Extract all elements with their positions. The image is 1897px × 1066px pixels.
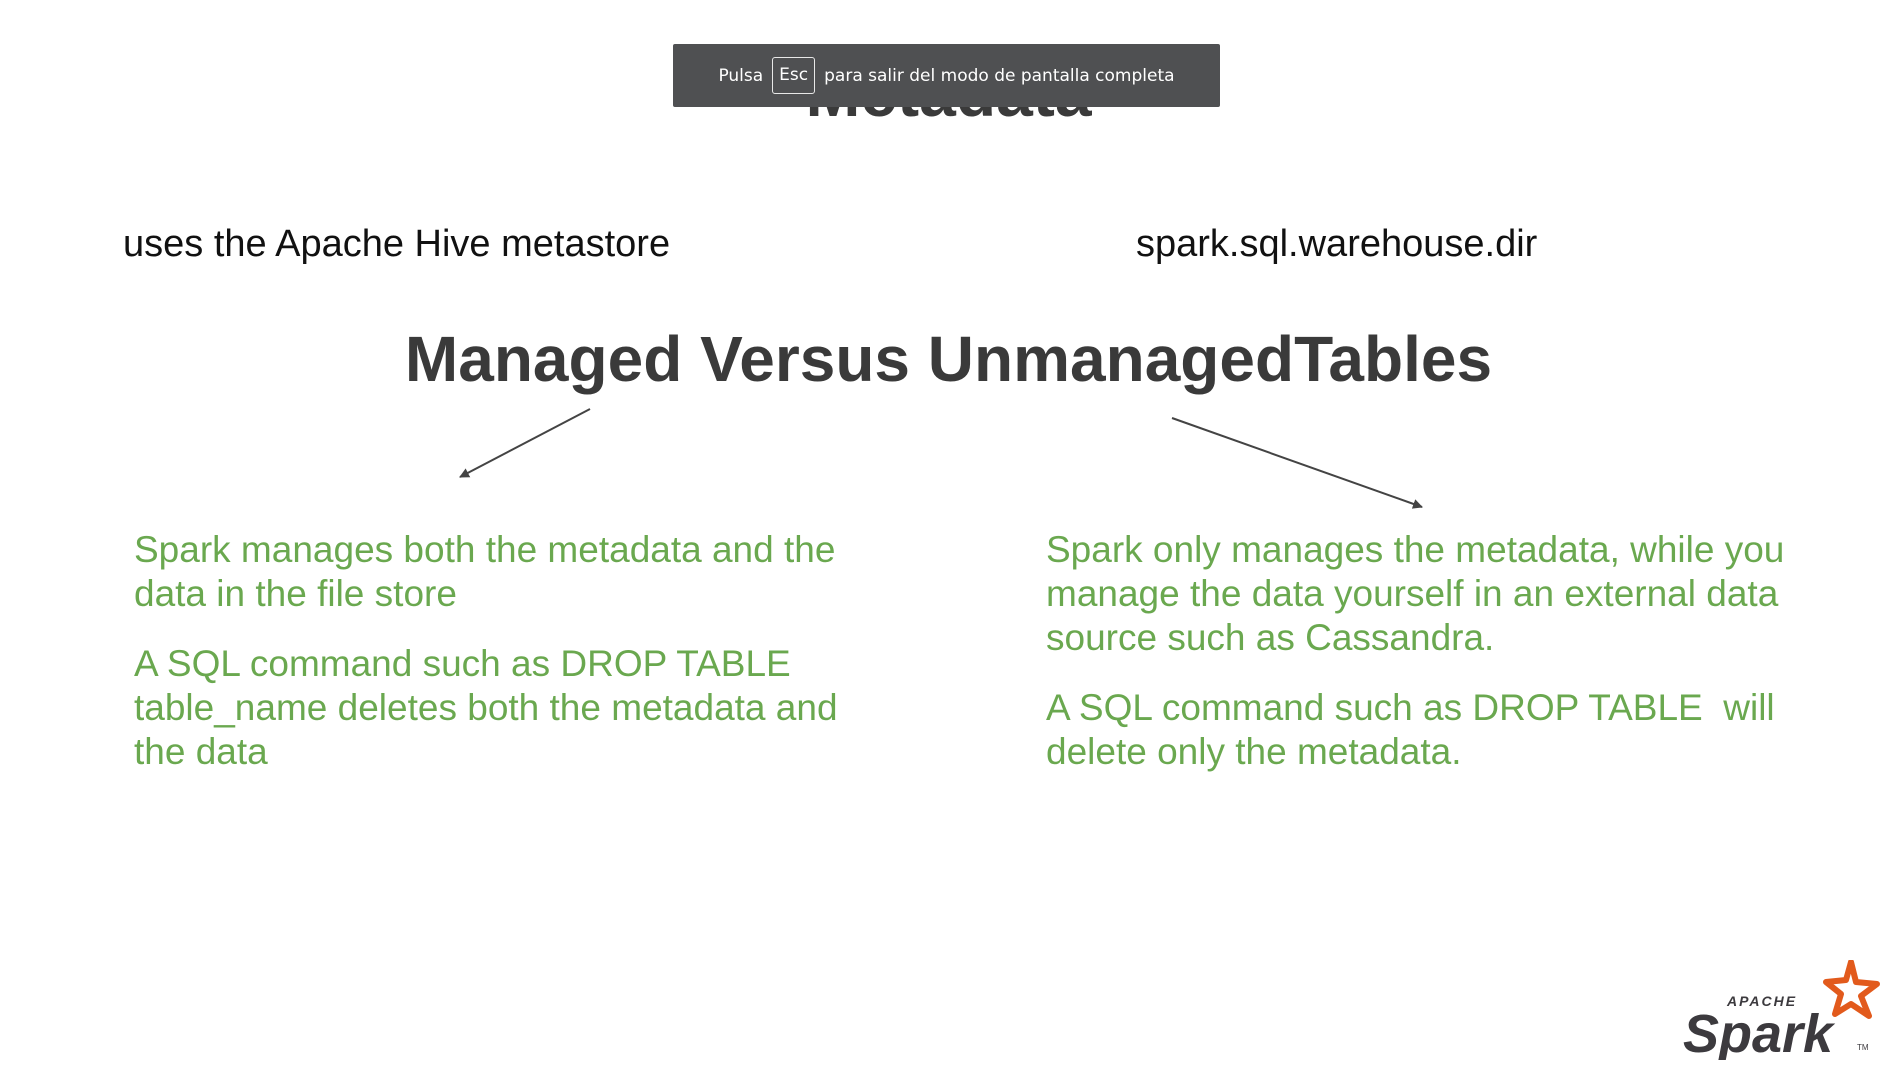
unmanaged-description: Spark only manages the metadata, while y…: [1046, 529, 1785, 658]
unmanaged-drop-table: A SQL command such as DROP TABLE will de…: [1046, 687, 1775, 772]
fullscreen-exit-banner: Pulsa Esc para salir del modo de pantall…: [673, 44, 1220, 107]
banner-pre-text: Pulsa: [718, 65, 764, 86]
spark-star-icon: [1823, 960, 1880, 1019]
logo-tm-text: TM: [1857, 1043, 1869, 1052]
logo-apache-text: APACHE: [1726, 993, 1797, 1009]
hive-metastore-note: uses the Apache Hive metastore: [123, 223, 671, 265]
warehouse-dir-note: spark.sql.warehouse.dir: [1136, 223, 1538, 265]
apache-spark-logo: APACHE Spark TM: [1683, 960, 1880, 1060]
arrow-right: [1171, 417, 1423, 509]
managed-description: Spark manages both the metadata and the …: [134, 529, 836, 614]
logo-spark-text: Spark: [1683, 1004, 1836, 1060]
banner-post-text: para salir del modo de pantalla completa: [824, 65, 1175, 86]
arrow-left: [459, 408, 591, 478]
managed-drop-table: A SQL command such as DROP TABLE table_n…: [134, 643, 838, 772]
unmanaged-tables-column: Spark only manages the metadata, while y…: [1046, 528, 1836, 800]
esc-key-badge: Esc: [772, 57, 816, 94]
section-heading: Managed Versus UnmanagedTables: [404, 323, 1493, 395]
managed-tables-column: Spark manages both the metadata and the …: [134, 528, 894, 800]
